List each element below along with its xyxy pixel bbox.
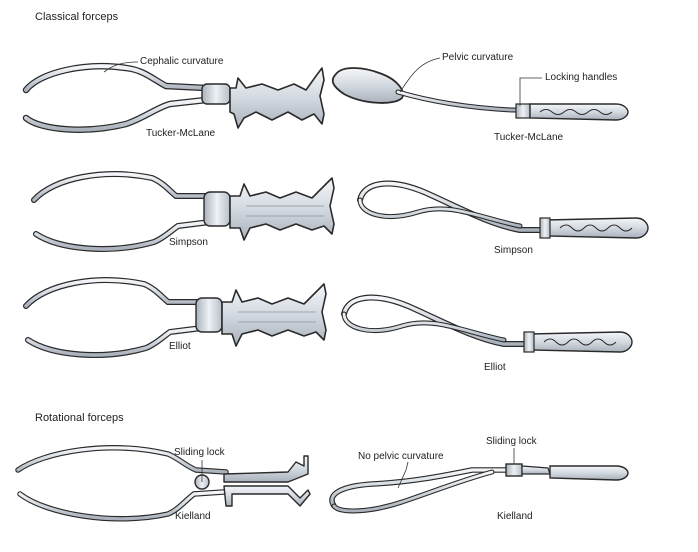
no-pelvic-curvature-label: No pelvic curvature: [358, 451, 444, 462]
pelvic-curvature-label: Pelvic curvature: [442, 52, 514, 63]
kielland-side: [332, 464, 628, 511]
elliot-side: [344, 298, 632, 352]
pelvic-curvature-leader: [400, 58, 440, 92]
section-title-classical: Classical forceps: [35, 11, 119, 23]
sliding-lock-left-label: Sliding lock: [174, 447, 226, 458]
sliding-lock-right-label: Sliding lock: [486, 436, 538, 447]
kielland-front: [18, 448, 310, 519]
simpson-side: [360, 184, 648, 238]
elliot-right-label: Elliot: [484, 362, 506, 373]
simpson-right-label: Simpson: [494, 245, 533, 256]
kielland-left-label: Kielland: [175, 511, 211, 522]
section-title-rotational: Rotational forceps: [35, 412, 124, 424]
simpson-left-label: Simpson: [169, 237, 208, 248]
tucker-mclane-left-label: Tucker-McLane: [146, 128, 216, 139]
elliot-left-label: Elliot: [169, 341, 191, 352]
locking-handles-label: Locking handles: [545, 72, 617, 83]
tucker-mclane-front: [26, 66, 324, 129]
kielland-right-label: Kielland: [497, 511, 533, 522]
cephalic-curvature-label: Cephalic curvature: [140, 56, 224, 67]
locking-handles-leader: [520, 78, 542, 106]
tucker-mclane-right-label: Tucker-McLane: [494, 132, 564, 143]
